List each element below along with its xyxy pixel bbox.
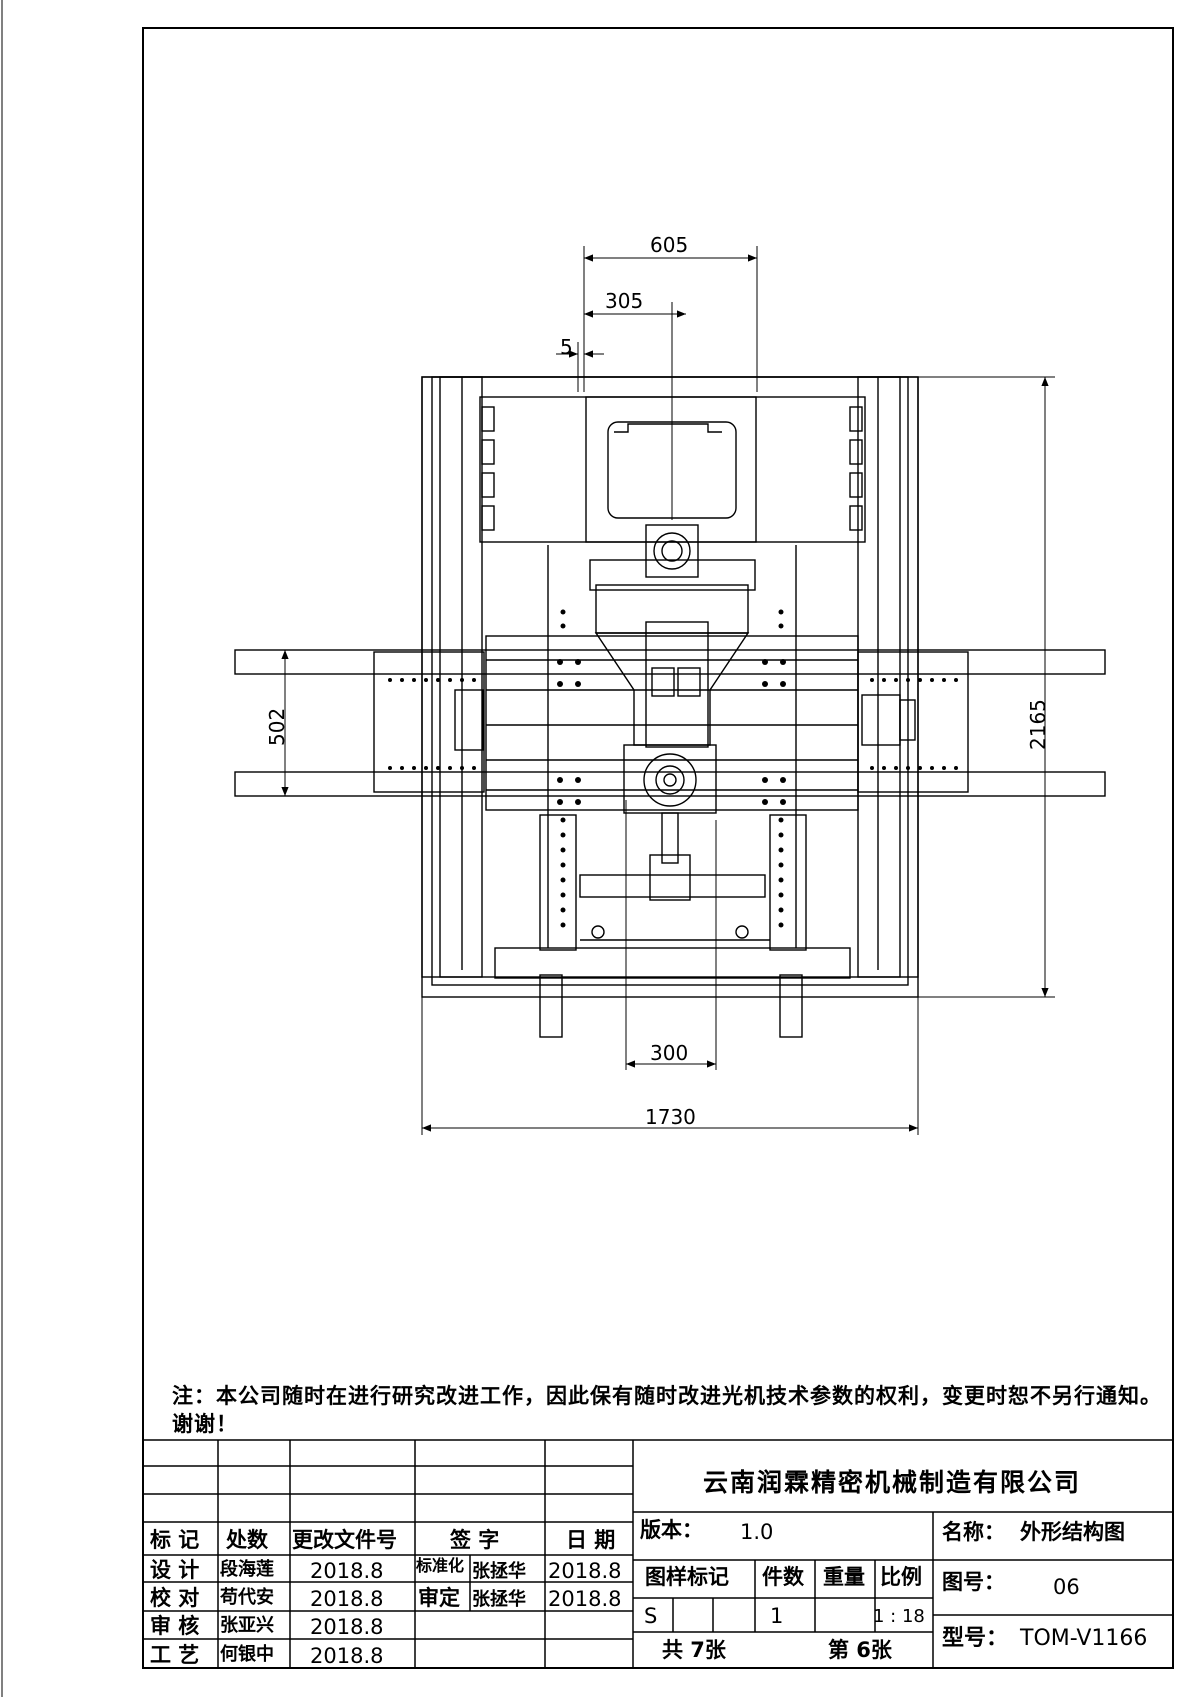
disclaimer-note: 注：本公司随时在进行研究改进工作，因此保有随时改进光机技术参数的权利，变更时恕不…: [172, 1384, 1162, 1436]
process-name: 何银中: [220, 1644, 274, 1665]
dim-605: 605: [650, 233, 688, 257]
dim-502: 502: [265, 708, 289, 746]
check-date: 2018.8: [310, 1587, 384, 1611]
col-scale-header: 比例: [880, 1565, 922, 1589]
review-date: 2018.8: [310, 1615, 384, 1639]
process-date: 2018.8: [310, 1644, 384, 1668]
total-sheets: 共 7张: [662, 1638, 726, 1662]
std-name: 张拯华: [472, 1561, 526, 1582]
sheet-number: 第 6张: [828, 1638, 892, 1662]
name-value: 外形结构图: [1020, 1520, 1125, 1544]
dim-5: 5: [560, 335, 573, 359]
process-label: 工 艺: [150, 1643, 200, 1667]
dim-305: 305: [605, 289, 643, 313]
rev-header-count: 处数: [226, 1528, 268, 1552]
rev-header-sign: 签 字: [450, 1528, 500, 1552]
title-block-grid: [142, 1439, 1174, 1669]
design-name: 段海莲: [220, 1559, 274, 1580]
mark-value: S: [644, 1604, 658, 1628]
dim-1730: 1730: [645, 1105, 696, 1129]
approve-date: 2018.8: [548, 1587, 622, 1611]
model-label: 型号：: [942, 1626, 1009, 1651]
version-value: 1.0: [740, 1520, 774, 1544]
dim-2165: 2165: [1026, 699, 1050, 750]
review-name: 张亚兴: [220, 1615, 274, 1636]
approve-name: 张拯华: [472, 1589, 526, 1610]
name-label: 名称：: [942, 1520, 1005, 1544]
machine-outline: [234, 376, 1106, 1038]
drawing-no-label: 图号：: [942, 1570, 1005, 1594]
col-mark-header: 图样标记: [645, 1565, 729, 1589]
rail-holes: [388, 609, 958, 928]
design-date: 2018.8: [310, 1559, 384, 1583]
review-label: 审 核: [150, 1614, 200, 1638]
model-value: TOM-V1166: [1020, 1626, 1148, 1651]
col-weight-header: 重量: [823, 1565, 865, 1589]
approve-label: 审定: [418, 1586, 460, 1610]
company-name: 云南润霖精密机械制造有限公司: [703, 1468, 1082, 1497]
rev-header-mark: 标 记: [150, 1528, 200, 1552]
drawing-no-value: 06: [1053, 1575, 1080, 1599]
dim-300: 300: [650, 1041, 688, 1065]
design-label: 设 计: [150, 1558, 200, 1582]
rev-header-date: 日 期: [566, 1528, 616, 1552]
qty-value: 1: [770, 1604, 784, 1628]
check-name: 苟代安: [220, 1587, 274, 1608]
rev-header-doc: 更改文件号: [292, 1528, 397, 1552]
check-label: 校 对: [150, 1586, 200, 1610]
std-label: 标准化: [416, 1556, 465, 1575]
col-qty-header: 件数: [762, 1565, 804, 1589]
scale-value: 1 : 18: [873, 1606, 925, 1627]
std-date: 2018.8: [548, 1559, 622, 1583]
dimension-lines: [281, 246, 1055, 1135]
version-label: 版本：: [640, 1518, 703, 1542]
